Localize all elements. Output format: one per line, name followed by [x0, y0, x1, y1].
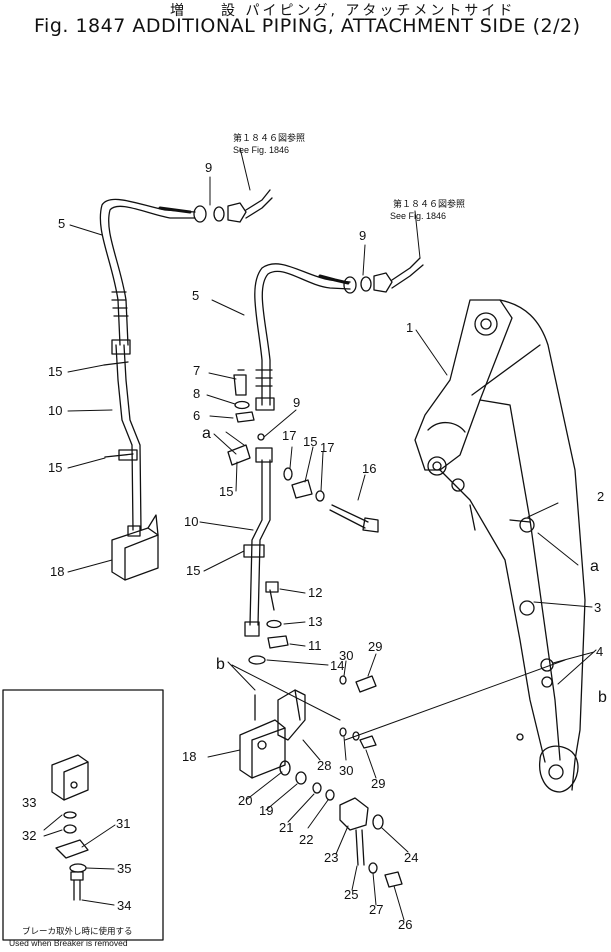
callout-labels: 1 2 3 4 5 5 6 7 8 9 9 9 10 10 11 12 13 1… — [22, 160, 607, 932]
leader-lines — [43, 147, 597, 921]
center-hose-assembly — [227, 257, 424, 665]
callout-21: 21 — [279, 820, 293, 835]
callout-5-center: 5 — [192, 288, 199, 303]
boom-arm — [414, 299, 586, 793]
callout-32: 32 — [22, 828, 36, 843]
callout-23: 23 — [324, 850, 338, 865]
callout-10-center: 10 — [184, 514, 198, 529]
title-japanese: 増 設 パイピング, アタッチメントサイド — [170, 3, 516, 19]
callout-27: 27 — [369, 902, 383, 917]
callout-16: 16 — [362, 461, 376, 476]
letter-a-boom: a — [590, 558, 599, 575]
inset-caption-jp: ブレーカ取外し時に使用する — [22, 926, 133, 936]
callout-13: 13 — [308, 614, 322, 629]
callout-17-a: 17 — [282, 428, 296, 443]
inset-box — [2, 689, 164, 941]
callout-9-right: 9 — [359, 228, 366, 243]
callout-15-d: 15 — [303, 434, 317, 449]
callout-9-center: 9 — [293, 395, 300, 410]
callout-26: 26 — [398, 917, 412, 932]
callout-12: 12 — [308, 585, 322, 600]
callout-15-c: 15 — [219, 484, 233, 499]
callout-25: 25 — [344, 887, 358, 902]
callout-15-e: 15 — [186, 563, 200, 578]
ref-note-2-jp: 第１８４６図参照 — [393, 198, 465, 209]
callout-7: 7 — [193, 363, 200, 378]
ref-note-1-jp: 第１８４６図参照 — [233, 132, 305, 143]
letter-b-boom: b — [598, 689, 607, 706]
callout-15-a: 15 — [48, 364, 62, 379]
callout-5-left: 5 — [58, 216, 65, 231]
reference-notes: 第１８４６図参照 See Fig. 1846 第１８４６図参照 See Fig.… — [9, 132, 465, 948]
callout-8: 8 — [193, 386, 200, 401]
callout-11: 11 — [308, 638, 322, 653]
callout-29-b: 29 — [371, 776, 385, 791]
callout-31: 31 — [116, 816, 130, 831]
callout-3: 3 — [594, 600, 601, 615]
callout-30-a: 30 — [339, 648, 353, 663]
callout-2: 2 — [597, 489, 604, 504]
callout-35: 35 — [117, 861, 131, 876]
letter-b-center: b — [216, 656, 225, 673]
callout-29-a: 29 — [368, 639, 382, 654]
callout-34: 34 — [117, 898, 131, 913]
callout-10-left: 10 — [48, 403, 62, 418]
callout-20: 20 — [238, 793, 252, 808]
callout-24: 24 — [404, 850, 418, 865]
callout-6: 6 — [193, 408, 200, 423]
figure-title: Fig. 1847 ADDITIONAL PIPING, ATTACHMENT … — [34, 15, 581, 37]
callout-18-bottom: 18 — [182, 749, 196, 764]
callout-15-b: 15 — [48, 460, 62, 475]
callout-30-b: 30 — [339, 763, 353, 778]
valve-block-assembly — [239, 675, 403, 888]
inset-caption-en: Used when Breaker is removed — [9, 938, 128, 948]
callout-4: 4 — [596, 644, 603, 659]
callout-1: 1 — [406, 320, 413, 335]
callout-14: 14 — [330, 658, 344, 673]
callout-9-left: 9 — [205, 160, 212, 175]
callout-19: 19 — [259, 803, 273, 818]
left-hose-assembly — [99, 189, 273, 581]
callout-17-b: 17 — [320, 440, 334, 455]
callout-33: 33 — [22, 795, 36, 810]
callout-28: 28 — [317, 758, 331, 773]
letter-a-center: a — [202, 425, 211, 442]
ref-note-2-en: See Fig. 1846 — [390, 211, 446, 221]
ref-note-1-en: See Fig. 1846 — [233, 145, 289, 155]
callout-18-left: 18 — [50, 564, 64, 579]
callout-22: 22 — [299, 832, 313, 847]
